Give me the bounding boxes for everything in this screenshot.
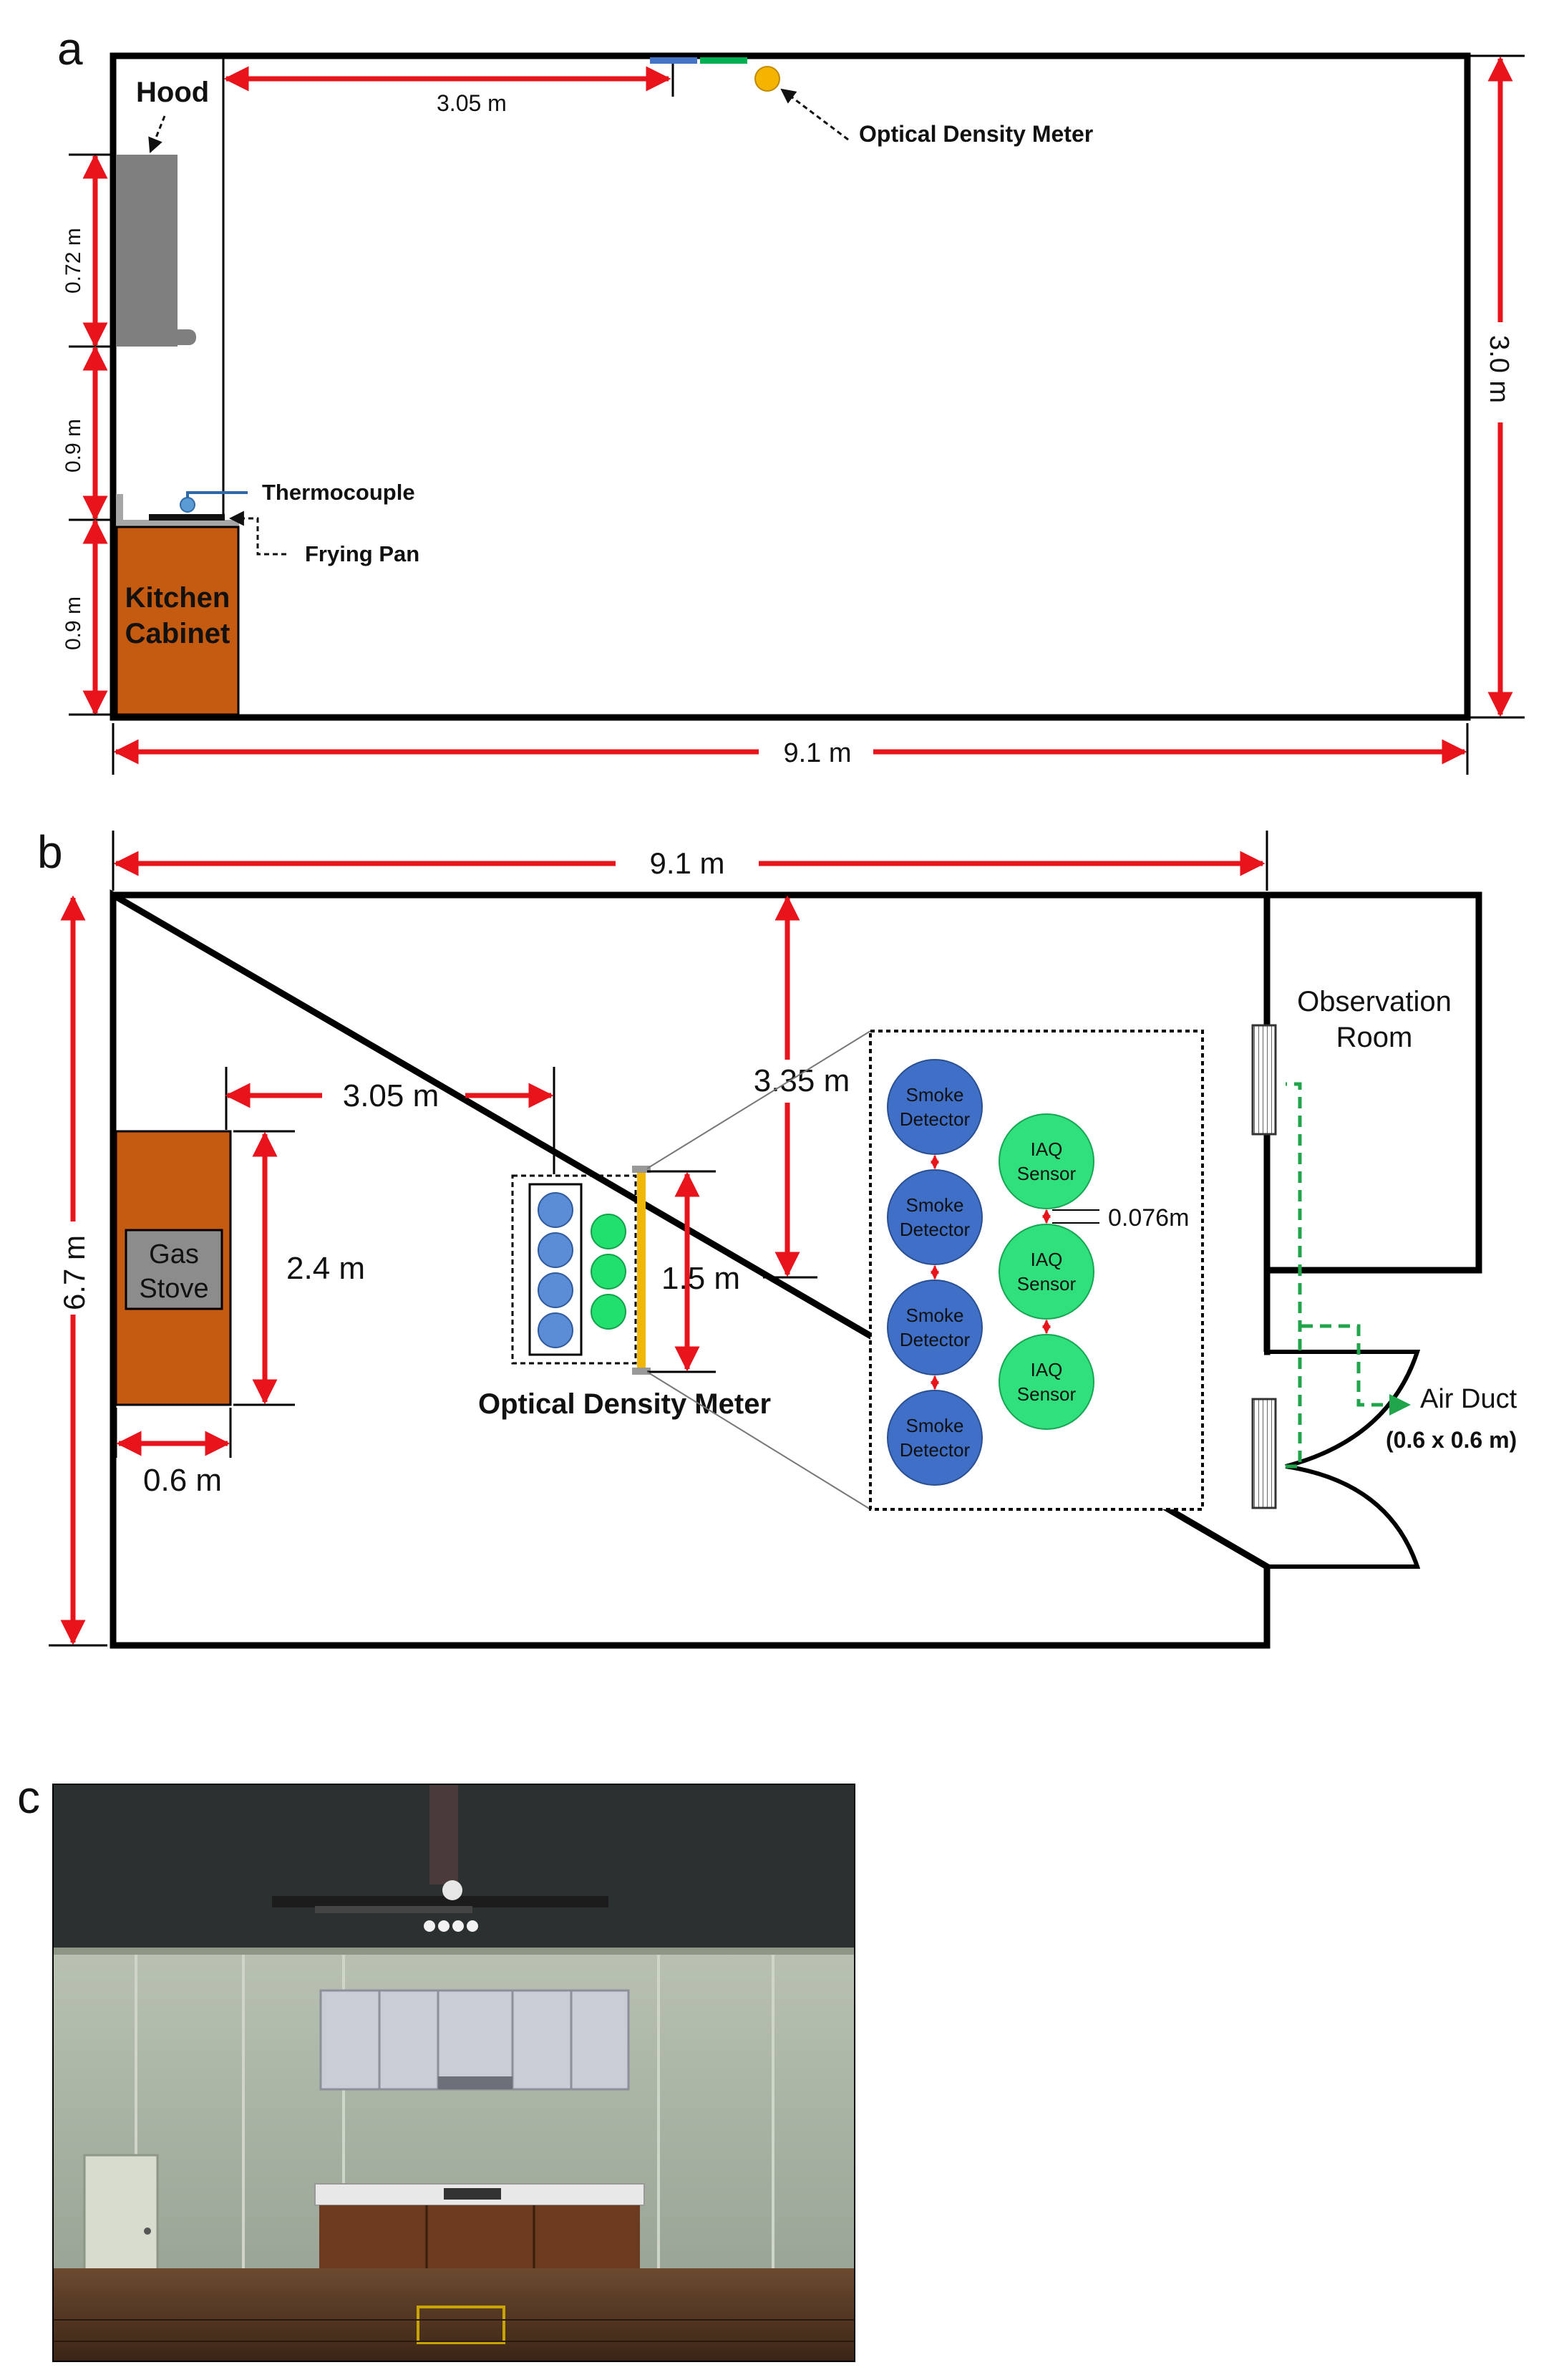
iaq-sensor-2-line1: IAQ (1031, 1249, 1063, 1270)
smoke-detector-2-line2: Detector (900, 1219, 971, 1240)
smoke-detector-2: Smoke Detector (887, 1169, 983, 1265)
kitchen-cabinet (115, 526, 240, 716)
dim-335-label: 3.35 m (754, 1063, 850, 1098)
dim-91-b-label-bg (616, 842, 759, 882)
countertop (116, 520, 239, 527)
thermocouple-wire (186, 491, 248, 498)
optical-density-label: Optical Density Meter (859, 121, 1093, 147)
iaq-sensor-2-line2: Sensor (1017, 1273, 1077, 1295)
dim-305-b-label: 3.05 m (343, 1078, 439, 1113)
smoke-detector-4-line1: Smoke (906, 1415, 964, 1436)
smoke-detector-1: Smoke Detector (887, 1059, 983, 1155)
iaq-sensor-mini-3 (591, 1294, 626, 1330)
observation-window (1251, 1024, 1277, 1136)
dim-335-label-bg (744, 1060, 852, 1103)
zoom-line-top (646, 1030, 871, 1169)
iaq-sensor-3: IAQ Sensor (999, 1334, 1094, 1430)
observation-label-1: Observation (1297, 986, 1452, 1017)
smoke-detector-mini-3 (538, 1272, 573, 1308)
gas-stove (125, 1229, 223, 1310)
door-window (1251, 1398, 1277, 1509)
optical-density-pointer (780, 88, 849, 141)
dim-91-label-bg (759, 736, 873, 768)
dim-09-upper-label: 0.9 m (62, 419, 85, 473)
iaq-sensor-1-line2: Sensor (1017, 1163, 1077, 1184)
dim-305-label: 3.05 m (437, 90, 507, 116)
iaq-sensor-strip (700, 57, 747, 64)
dim-67-label-bg (54, 1222, 92, 1315)
iaq-sensor-3-line1: IAQ (1031, 1359, 1063, 1380)
iaq-sensor-mini-1 (591, 1214, 626, 1249)
smoke-detector-1-line1: Smoke (906, 1084, 964, 1106)
frying-pan-label: Frying Pan (305, 541, 419, 566)
backsplash (116, 494, 123, 521)
iaq-sensor-1: IAQ Sensor (999, 1113, 1094, 1209)
smoke-detector-mini-2 (538, 1232, 573, 1268)
air-duct-path (1286, 1082, 1302, 1469)
optical-meter-bar (637, 1169, 646, 1370)
hood-pointer (148, 115, 166, 153)
panel-a: a Hood 3.05 m Optical Density Meter 0.72… (57, 23, 1525, 775)
smoke-detector-4: Smoke Detector (887, 1390, 983, 1486)
dim-09-lower-label: 0.9 m (62, 596, 85, 650)
hood-label: Hood (136, 77, 209, 108)
panel-a-label: a (57, 23, 83, 74)
dim-072-label: 0.72 m (62, 228, 85, 294)
air-duct-branch (1301, 1324, 1411, 1416)
spacing-label: 0.076m (1108, 1204, 1189, 1232)
panel-c-label: c (17, 1771, 40, 1823)
optical-density-b-label: Optical Density Meter (478, 1388, 771, 1420)
dim-15-label: 1.5 m (661, 1261, 740, 1296)
kitchen-photo (52, 1784, 855, 2362)
frying-pan (149, 514, 225, 521)
corridor-wall (1263, 1270, 1271, 1355)
cabinet-label-2: Cabinet (125, 618, 230, 649)
door-leaf-upper (1267, 1350, 1421, 1469)
observation-room (1267, 891, 1482, 1274)
air-duct-size: (0.6 x 0.6 m) (1386, 1427, 1517, 1453)
optical-meter-cap-top (632, 1166, 651, 1173)
door-leaf-lower (1267, 1464, 1421, 1569)
smoke-detector-2-line1: Smoke (906, 1194, 964, 1216)
smoke-detector-1-line2: Detector (900, 1108, 971, 1130)
hood (116, 155, 178, 347)
smoke-detector-mini-1 (538, 1192, 573, 1228)
iaq-sensor-2: IAQ Sensor (999, 1224, 1094, 1320)
optical-meter-cap-bottom (632, 1368, 651, 1375)
observation-label-2: Room (1336, 1022, 1413, 1053)
smoke-detector-3: Smoke Detector (887, 1280, 983, 1375)
optical-density-meter-dot (754, 66, 780, 92)
air-duct-label: Air Duct (1420, 1384, 1517, 1414)
iaq-sensor-mini-2 (591, 1254, 626, 1290)
cabinet-label-1: Kitchen (125, 582, 230, 614)
iaq-sensor-3-line2: Sensor (1017, 1383, 1077, 1405)
smoke-detector-4-line2: Detector (900, 1439, 971, 1461)
smoke-detector-mini-4 (538, 1312, 573, 1348)
thermocouple-tip (180, 497, 195, 513)
meter-dashed-box (511, 1174, 637, 1365)
smoke-detector-3-line2: Detector (900, 1329, 971, 1350)
thermocouple-label: Thermocouple (262, 480, 415, 505)
dim-24-label: 2.4 m (286, 1251, 365, 1286)
iaq-sensor-1-line1: IAQ (1031, 1138, 1063, 1160)
dim-91-b-label: 9.1 m (649, 846, 724, 880)
dim-91-label: 9.1 m (783, 738, 851, 768)
panel-b-label: b (37, 826, 63, 878)
gas-stove-label-2: Stove (139, 1274, 208, 1304)
gas-stove-label-1: Gas (149, 1239, 199, 1269)
dim-67-label: 6.7 m (57, 1235, 91, 1310)
room-elevation-outline (110, 52, 1471, 721)
smoke-detector-3-line1: Smoke (906, 1305, 964, 1326)
panel-c: c (17, 1771, 855, 2362)
panel-b: b Observation Room Air Duct (0.6 x 0.6 m… (37, 826, 1517, 1649)
frying-pan-pointer (228, 511, 286, 556)
dim-06-label: 0.6 m (143, 1463, 222, 1498)
zoom-line-bottom (646, 1371, 871, 1510)
hood-lip (172, 329, 196, 345)
dim-30-label: 3.0 m (1484, 335, 1514, 403)
dim-30-label-bg (1482, 322, 1520, 422)
smoke-detector-strip (650, 57, 697, 64)
smoke-detector-frame (528, 1183, 583, 1356)
